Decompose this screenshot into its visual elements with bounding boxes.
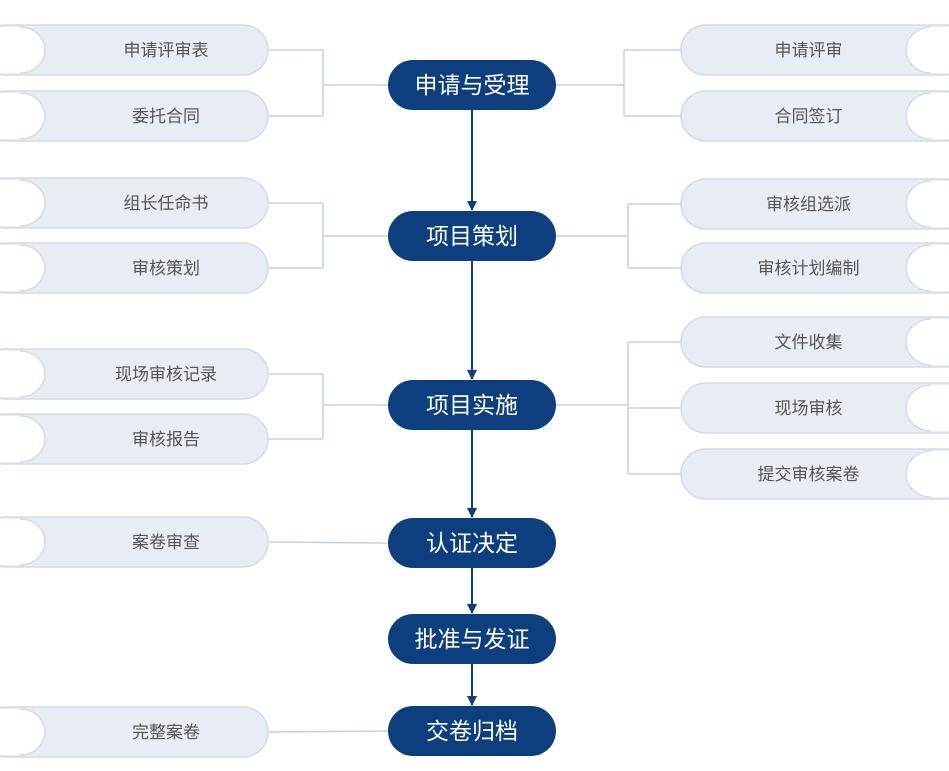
pill-cut-edge [905,92,932,140]
pill-shape [680,178,949,230]
left-document-item: 审核策划 [0,242,269,294]
pill-shape [680,24,949,76]
pill-cut-edge [905,450,932,498]
step-label: 交卷归档 [426,719,518,745]
right-activity-item: 文件收集 [680,316,949,368]
right-activity-item: 审核组选派 [680,178,949,230]
connector-line [267,541,389,544]
step-shape [388,614,556,664]
left-document-item: 委托合同 [0,90,269,142]
pill-shape [680,382,949,434]
pill-shape [680,242,949,294]
pill-shape [680,90,949,142]
process-step: 申请与受理 [388,60,556,110]
process-step: 项目策划 [388,211,556,261]
left-document-item: 申请评审表 [0,24,269,76]
pill-cut-edge [905,26,932,74]
pill-cut [906,451,949,497]
right-item-label: 提交审核案卷 [758,465,860,485]
pill-shape [0,242,269,294]
step-shape [388,211,556,261]
left-item-label: 案卷审查 [132,533,200,553]
left-item-label: 委托合同 [132,107,200,127]
left-document-item: 完整案卷 [0,706,269,758]
right-activity-item: 审核计划编制 [680,242,949,294]
right-activity-item: 合同签订 [680,90,949,142]
pill-shape [0,348,269,400]
left-document-item: 组长任命书 [0,177,269,229]
pill-cut-edge [19,708,46,756]
step-shape [388,380,556,430]
process-step: 交卷归档 [388,706,556,756]
pill-cut [906,93,949,139]
pill-cut-edge [19,415,46,463]
right-item-label: 审核组选派 [766,195,851,215]
left-item-label: 申请评审表 [124,41,209,61]
pill-cut [0,416,45,462]
process-step: 认证决定 [388,518,556,568]
right-activity-item: 申请评审 [680,24,949,76]
pill-shape [0,516,269,568]
right-item-label: 合同签订 [775,107,843,127]
process-step: 批准与发证 [388,614,556,664]
left-item-label: 审核策划 [132,259,200,279]
step-label: 项目策划 [426,224,518,250]
pill-shape [0,706,269,758]
pill-cut-edge [19,179,46,227]
step-shape [388,60,556,110]
pill-shape [0,24,269,76]
pill-cut [906,385,949,431]
pill-cut-edge [905,384,932,432]
pill-cut-edge [19,26,46,74]
pill-cut-edge [905,180,932,228]
connector-line [267,730,389,733]
left-item-label: 完整案卷 [132,723,200,743]
pill-cut-edge [19,350,46,398]
pill-shape [0,90,269,142]
pill-cut [0,27,45,73]
pill-cut [0,709,45,755]
left-document-item: 审核报告 [0,413,269,465]
left-item-label: 现场审核记录 [115,365,217,385]
pill-cut [0,180,45,226]
pill-cut [906,181,949,227]
pill-shape [680,316,949,368]
pill-cut [0,93,45,139]
left-document-item: 案卷审查 [0,516,269,568]
pill-cut [906,245,949,291]
right-item-label: 申请评审 [775,41,843,61]
left-item-label: 审核报告 [132,430,200,450]
pill-cut-edge [19,92,46,140]
step-label: 申请与受理 [415,73,530,99]
pill-shape [0,177,269,229]
pill-cut [0,351,45,397]
right-activity-item: 现场审核 [680,382,949,434]
pill-cut [906,27,949,73]
step-shape [388,518,556,568]
step-label: 项目实施 [426,393,518,419]
right-item-label: 文件收集 [775,333,843,353]
pill-cut [906,319,949,365]
step-label: 批准与发证 [415,627,530,653]
pill-cut [0,245,45,291]
right-item-label: 审核计划编制 [758,259,860,279]
process-step: 项目实施 [388,380,556,430]
pill-cut-edge [905,318,932,366]
pill-shape [680,448,949,500]
pill-shape [0,413,269,465]
pill-cut-edge [905,244,932,292]
right-item-label: 现场审核 [775,399,843,419]
pill-cut-edge [19,518,46,566]
left-item-label: 组长任命书 [124,194,209,214]
step-shape [388,706,556,756]
pill-cut [0,519,45,565]
step-label: 认证决定 [426,531,518,557]
right-activity-item: 提交审核案卷 [680,448,949,500]
pill-cut-edge [19,244,46,292]
left-document-item: 现场审核记录 [0,348,269,400]
